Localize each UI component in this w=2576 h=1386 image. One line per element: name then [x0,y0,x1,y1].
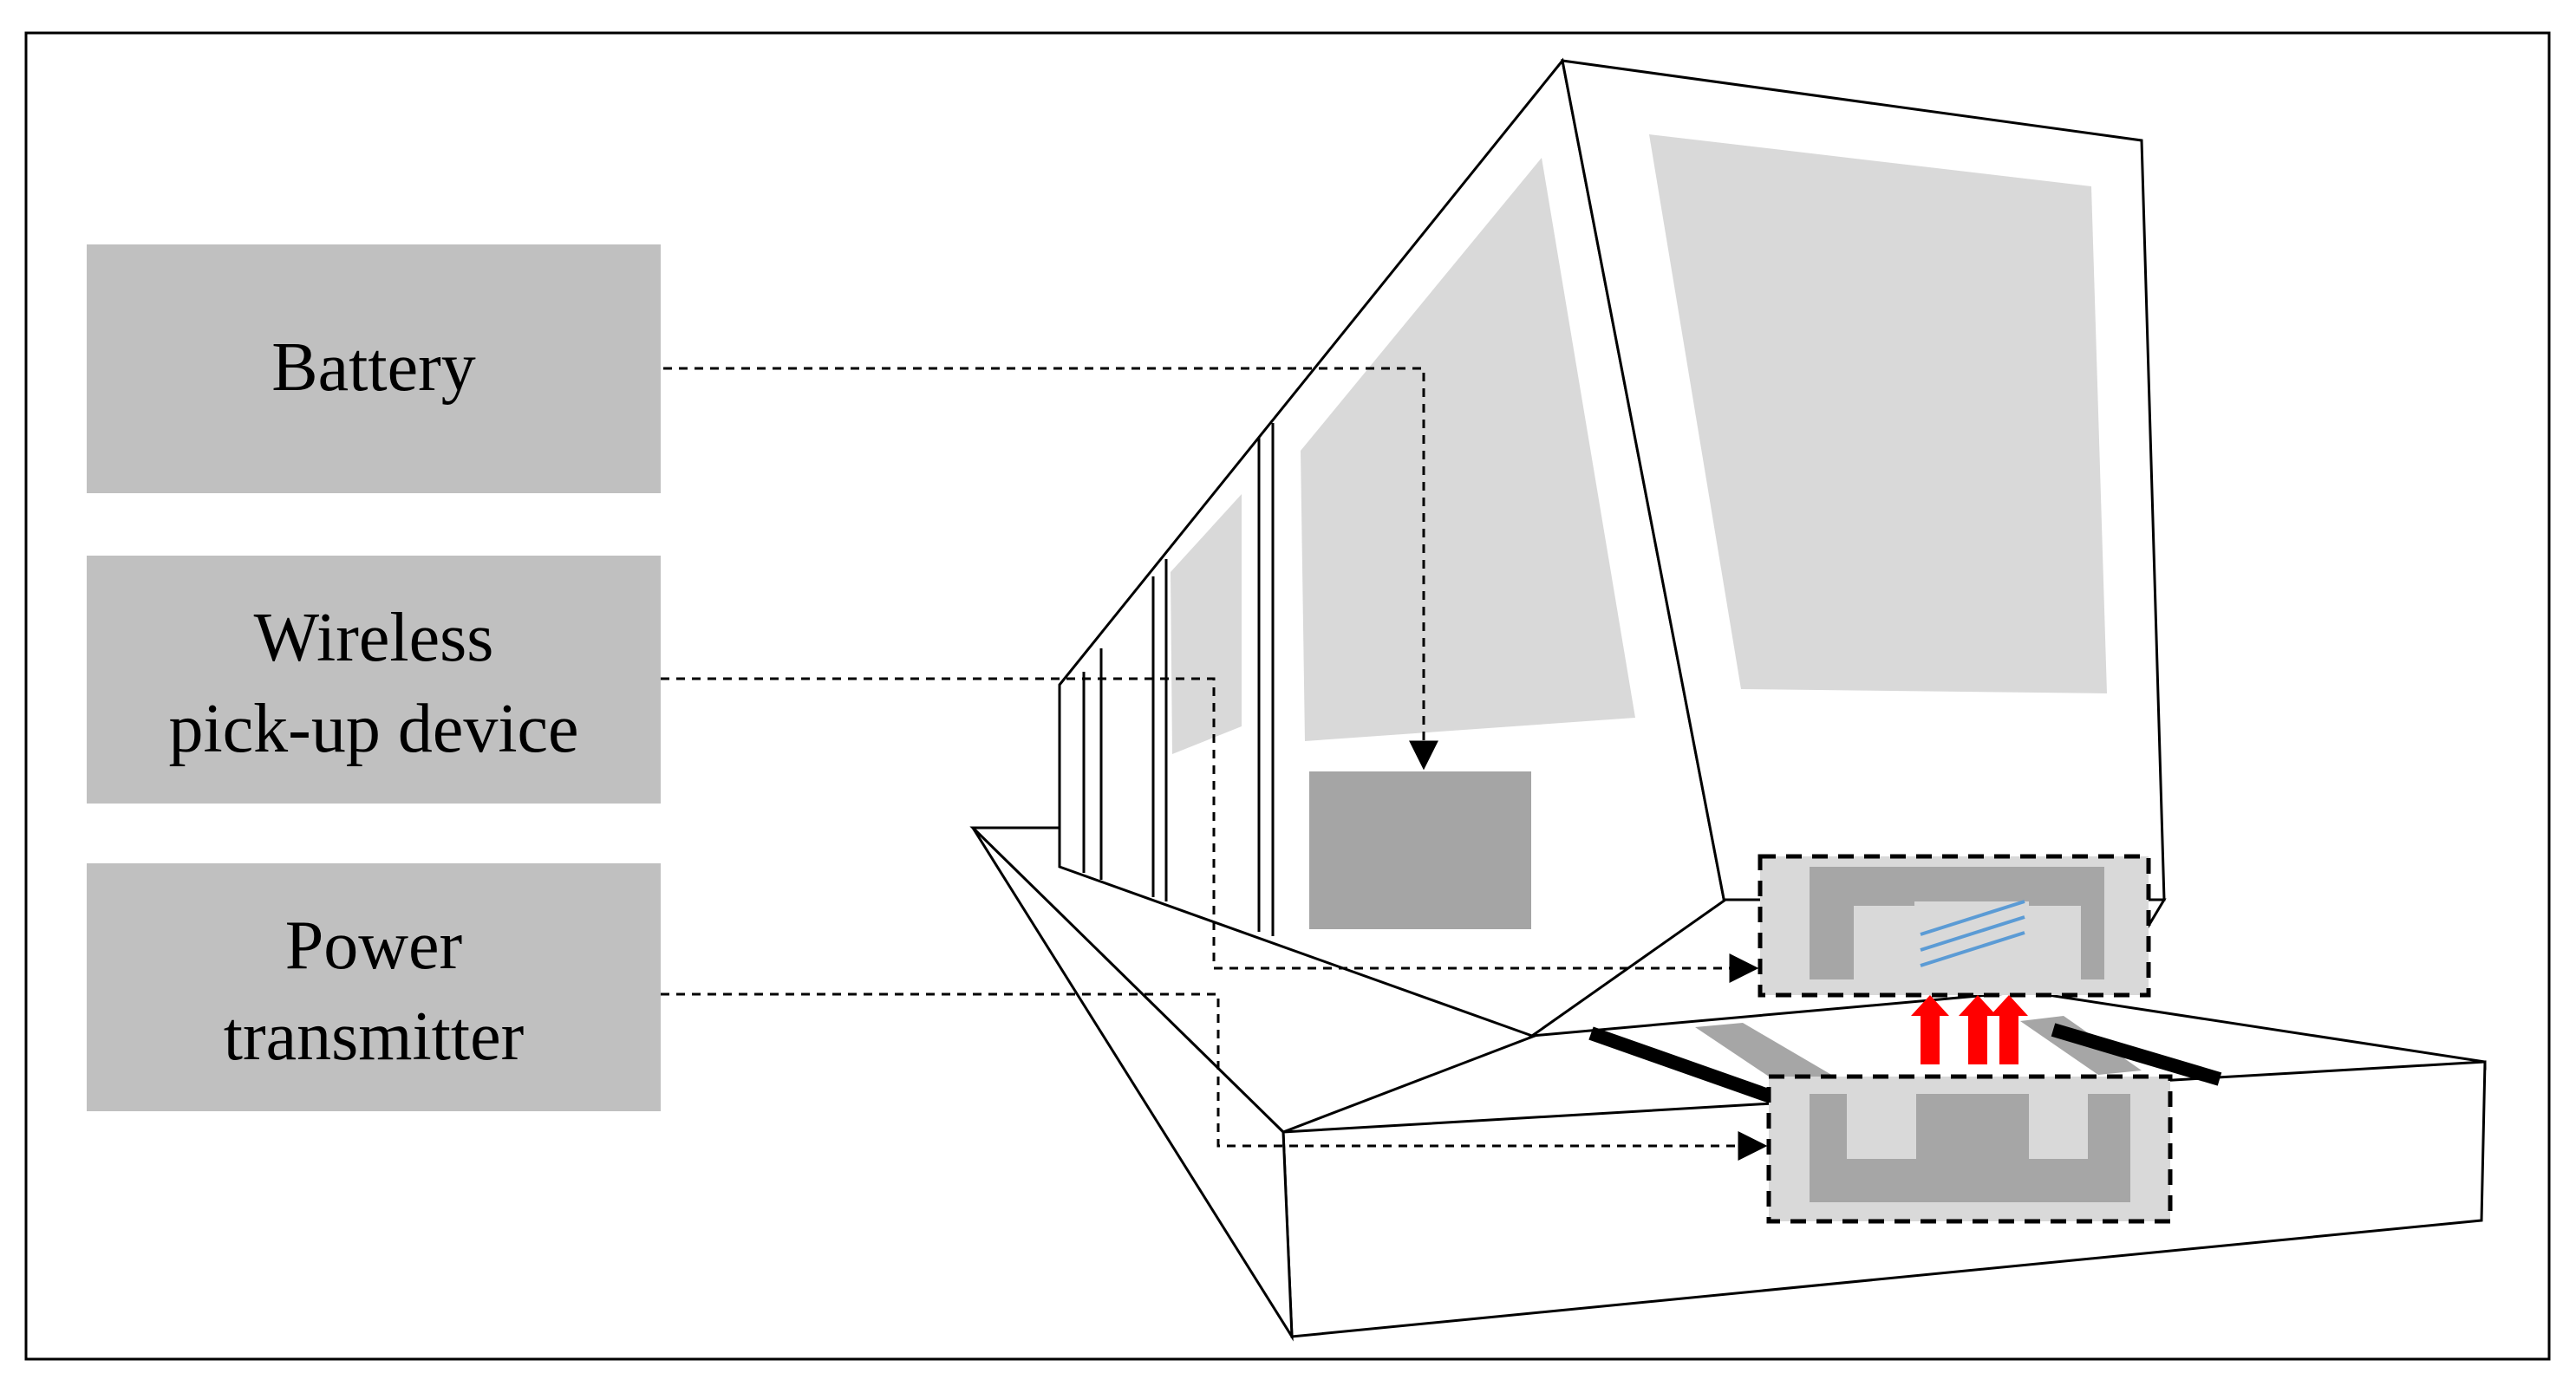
label-pickup-device: Wireless pick-up device [87,556,661,804]
pickup-device-highlight [1758,854,2151,998]
label-transmitter-text-line1: Power [285,908,462,984]
pickup-coil-line [1920,931,2025,967]
side-window-small [1171,494,1242,754]
battery-leader-line [663,367,1438,771]
pickup-coil-line [1920,915,2025,952]
pickup-coil-slot [2029,906,2081,979]
field-arrow [1911,995,1949,1064]
leader-lines [661,367,1768,1161]
pickup-leader-line [661,677,1759,983]
field-arrow [1990,995,2028,1064]
label-transmitter-text-line2: transmitter [224,999,525,1075]
front-windshield [1649,134,2107,693]
label-box [87,863,661,1111]
label-battery: Battery [87,244,661,493]
pickup-coil-slot [1854,906,1914,979]
label-box [87,556,661,804]
tram-illustration [969,57,2487,1342]
pickup-coil-line [1920,900,2025,936]
side-window-large [1301,158,1635,741]
power-transmitter [1766,1074,2173,1224]
field-arrow [1959,995,1997,1064]
label-pickup-text-line2: pick-up device [168,691,578,767]
label-pickup-text-line1: Wireless [254,600,494,676]
track-strip-right [2020,1016,2142,1075]
pickup-device [1758,854,2151,998]
rail-right [2051,1023,2222,1086]
transmitter-coil-slot [1847,1094,1916,1159]
label-box [87,244,661,493]
pickup-coil-center [1914,901,2029,979]
platform-side [971,826,1294,1342]
battery-block [1309,771,1531,929]
rail-left [1588,1026,1790,1109]
label-battery-text: Battery [271,329,475,406]
transmitter-highlight [1766,1074,2173,1224]
power-transfer-arrows [1911,995,2028,1064]
label-power-transmitter: Power transmitter [87,863,661,1111]
transmitter-coil-slot [2029,1094,2088,1159]
